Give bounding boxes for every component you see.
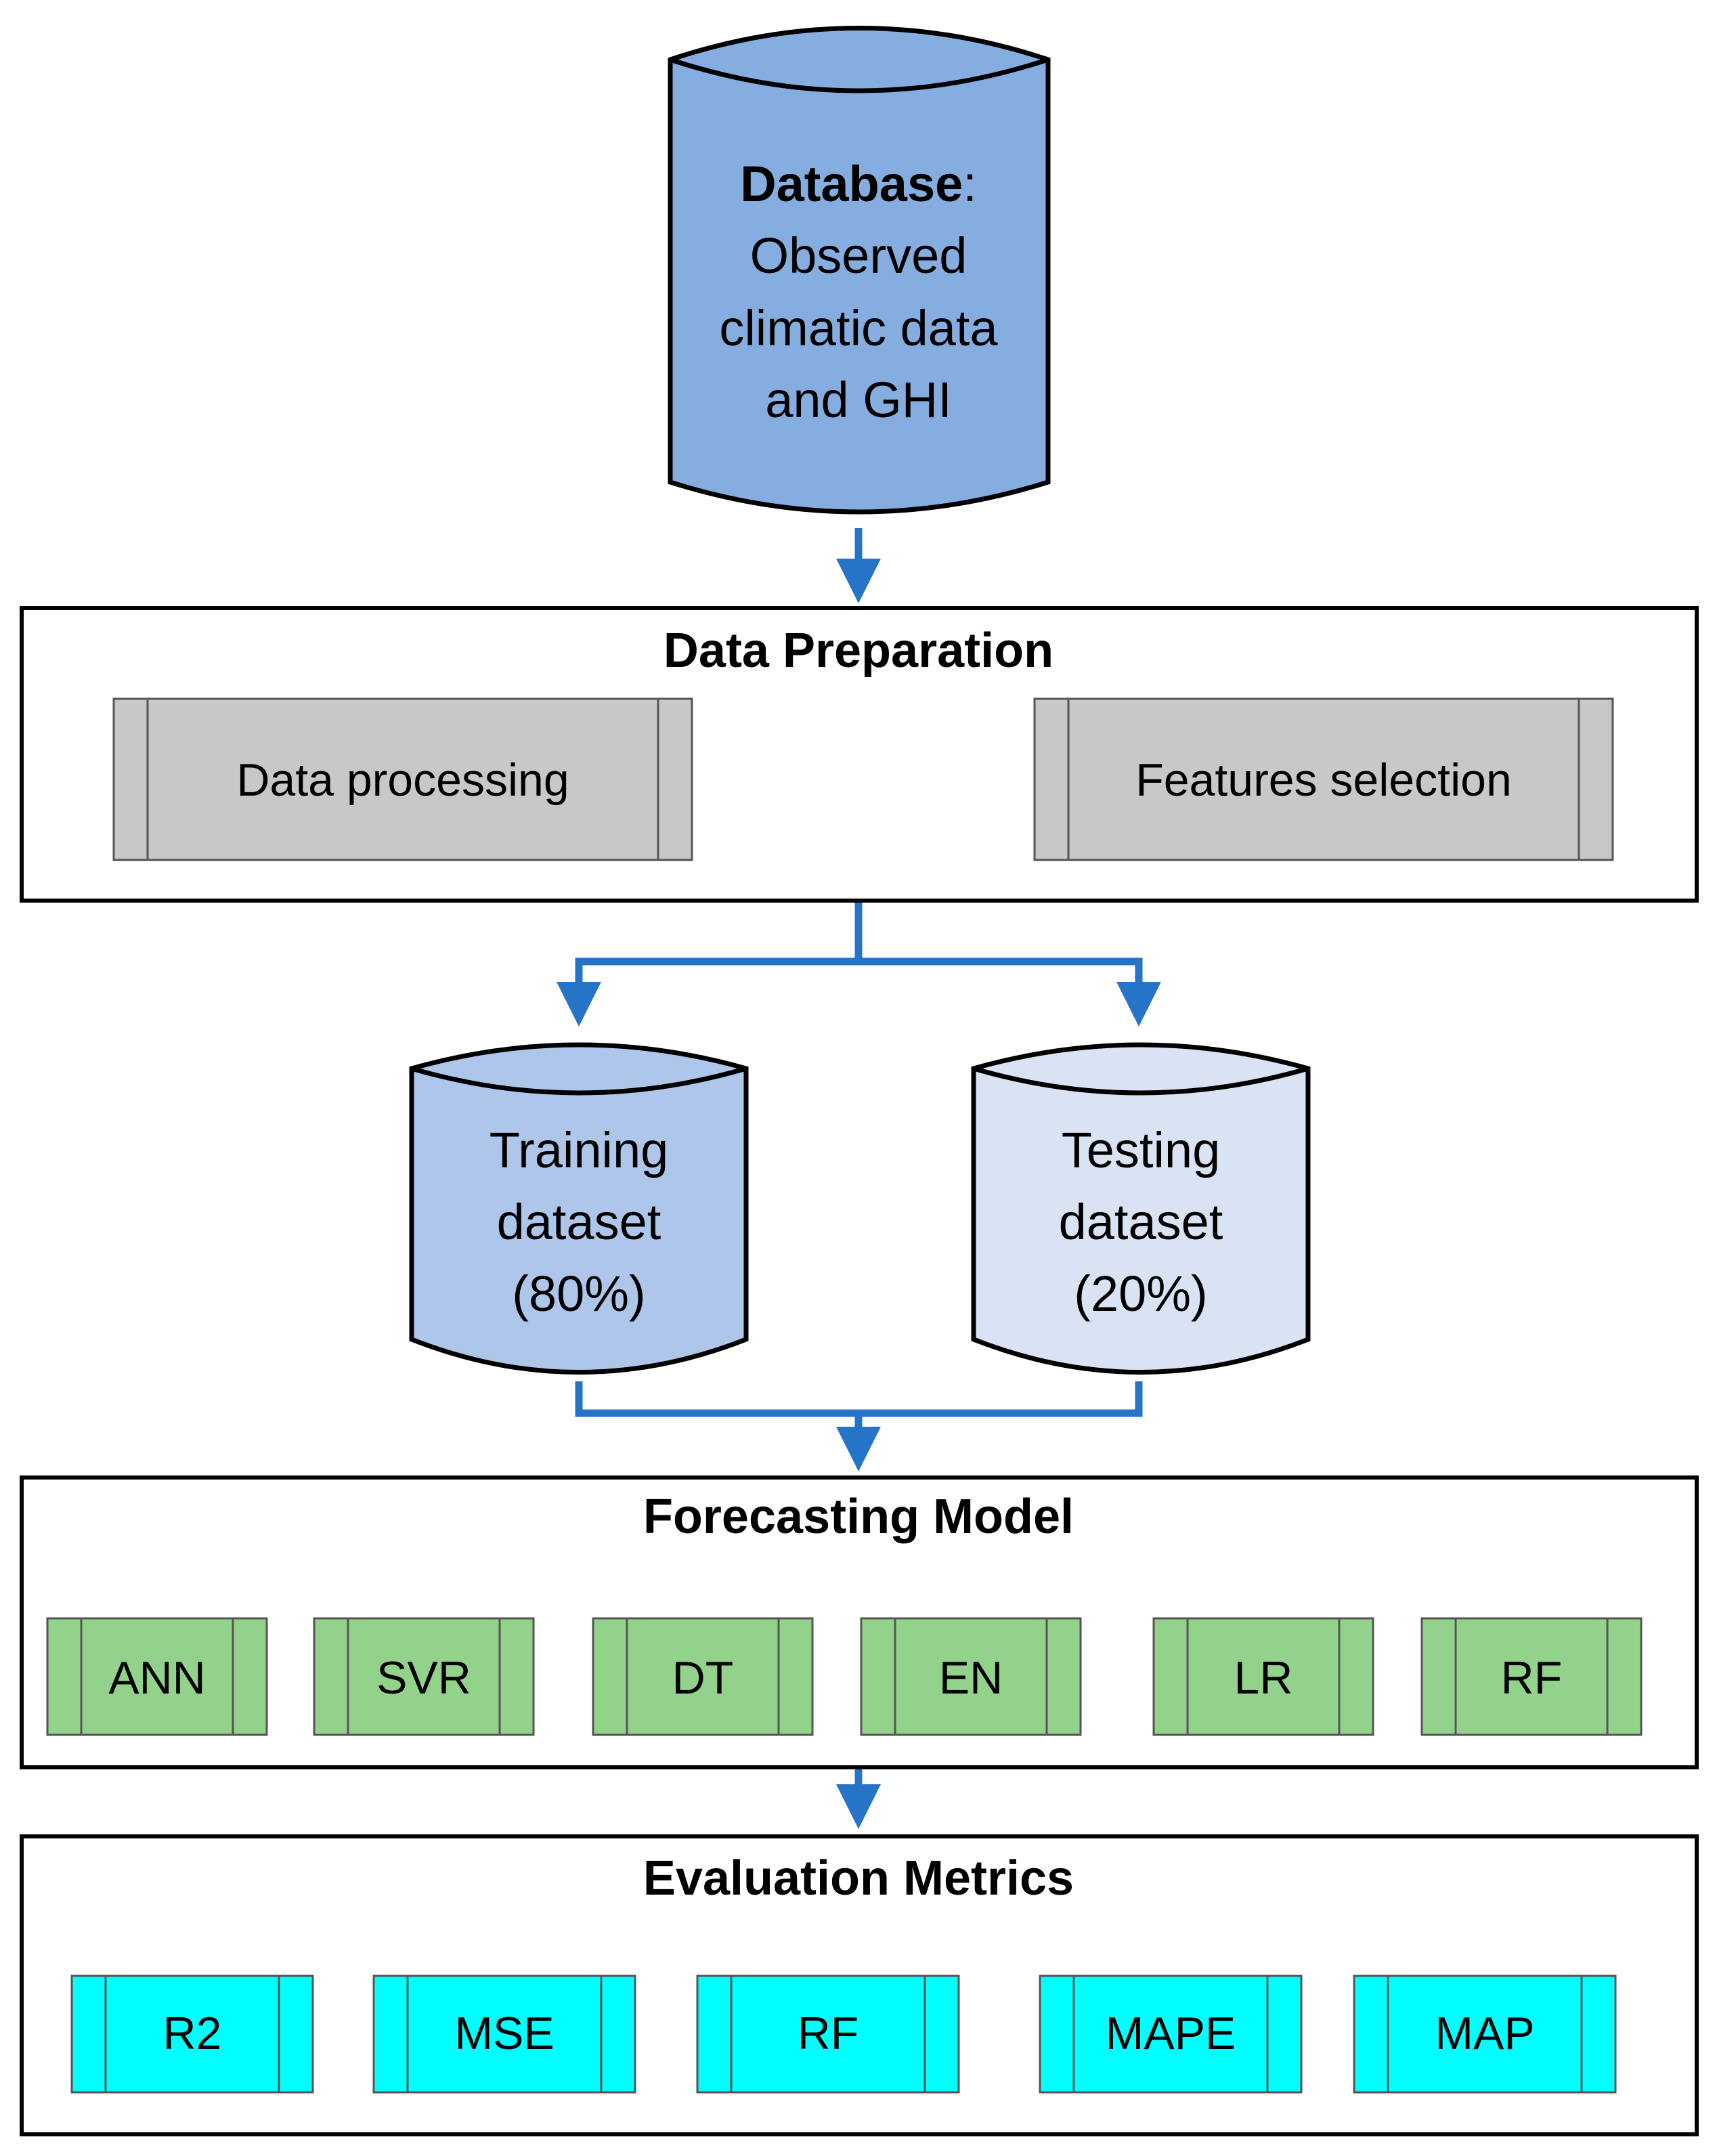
model-svr-box bbox=[313, 1617, 535, 1736]
training-dataset-body bbox=[409, 1042, 749, 1375]
training-dataset-rim bbox=[411, 1066, 747, 1096]
model-ann-box bbox=[46, 1617, 268, 1736]
metric-map-box bbox=[1353, 1975, 1617, 2094]
arrow-preparation-to-training bbox=[557, 901, 863, 1027]
metric-mse-label: MSE bbox=[454, 2008, 554, 2059]
metric-map: MAP bbox=[1353, 1975, 1617, 2094]
database-line-1: Observed bbox=[750, 228, 968, 284]
forecasting-model-title: Forecasting Model bbox=[643, 1490, 1074, 1544]
model-rf-label: RF bbox=[1501, 1652, 1563, 1704]
model-en-box bbox=[860, 1617, 1082, 1736]
connectors bbox=[557, 528, 1161, 1829]
data-processing-box bbox=[112, 697, 693, 861]
model-rf-box bbox=[1420, 1617, 1643, 1736]
database-heading: Database: bbox=[740, 156, 977, 212]
data-preparation-panel: Data Preparation Data processing Feature… bbox=[20, 606, 1699, 903]
database-body bbox=[668, 26, 1051, 515]
database-colon: : bbox=[963, 156, 977, 212]
metric-mape-box bbox=[1039, 1975, 1303, 2094]
testing-dataset-body bbox=[971, 1042, 1311, 1375]
evaluation-metrics-title: Evaluation Metrics bbox=[643, 1851, 1074, 1905]
model-svr: SVR bbox=[313, 1617, 535, 1736]
forecasting-model-panel: Forecasting Model ANN SVR DT EN bbox=[20, 1475, 1699, 1769]
metric-rf-box bbox=[696, 1975, 960, 2094]
model-svr-label: SVR bbox=[376, 1652, 471, 1704]
metric-r2: R2 bbox=[70, 1975, 314, 2094]
testing-dataset-line-1: Testing bbox=[1062, 1122, 1220, 1178]
arrow-preparation-to-testing bbox=[858, 957, 1161, 1027]
training-dataset-line-2: dataset bbox=[497, 1194, 661, 1250]
model-ann: ANN bbox=[46, 1617, 268, 1736]
features-selection-step: Features selection bbox=[1033, 697, 1614, 861]
metric-r2-label: R2 bbox=[163, 2008, 222, 2059]
model-lr-box bbox=[1152, 1617, 1374, 1736]
forecasting-model-frame bbox=[20, 1475, 1699, 1769]
database-line-3: and GHI bbox=[765, 372, 952, 428]
metric-mse: MSE bbox=[372, 1975, 636, 2094]
data-processing-step: Data processing bbox=[112, 697, 693, 861]
model-rf: RF bbox=[1420, 1617, 1643, 1736]
database-cylinder: Database: Observed climatic data and GHI bbox=[668, 26, 1051, 515]
metric-map-label: MAP bbox=[1435, 2008, 1534, 2059]
features-selection-label: Features selection bbox=[1135, 754, 1512, 806]
data-processing-label: Data processing bbox=[236, 754, 569, 806]
database-line-2: climatic data bbox=[719, 300, 998, 356]
database-rim bbox=[669, 57, 1049, 93]
testing-dataset-line-2: dataset bbox=[1059, 1194, 1223, 1250]
features-selection-box bbox=[1033, 697, 1614, 861]
testing-dataset-line-3: (20%) bbox=[1074, 1266, 1207, 1322]
model-dt: DT bbox=[592, 1617, 814, 1736]
model-lr-label: LR bbox=[1234, 1652, 1293, 1704]
testing-dataset-rim bbox=[973, 1066, 1309, 1096]
model-dt-box bbox=[592, 1617, 814, 1736]
metric-rf: RF bbox=[696, 1975, 960, 2094]
metric-mape: MAPE bbox=[1039, 1975, 1303, 2094]
testing-dataset-cylinder: Testing dataset (20%) bbox=[971, 1042, 1311, 1375]
training-dataset-cylinder: Training dataset (80%) bbox=[409, 1042, 749, 1375]
evaluation-metrics-panel: Evaluation Metrics R2 MSE RF MAPE bbox=[20, 1834, 1699, 2136]
training-dataset-line-1: Training bbox=[490, 1122, 669, 1178]
data-preparation-title: Data Preparation bbox=[664, 624, 1053, 678]
model-en: EN bbox=[860, 1617, 1082, 1736]
arrow-datasets-to-model bbox=[575, 1381, 1143, 1464]
model-lr: LR bbox=[1152, 1617, 1374, 1736]
model-dt-label: DT bbox=[672, 1652, 734, 1704]
database-title: Database bbox=[740, 156, 963, 212]
metric-mse-box bbox=[372, 1975, 636, 2094]
model-en-label: EN bbox=[939, 1652, 1003, 1704]
model-ann-label: ANN bbox=[108, 1652, 206, 1704]
metric-mape-label: MAPE bbox=[1106, 2008, 1236, 2059]
metric-r2-box bbox=[70, 1975, 314, 2094]
training-dataset-line-3: (80%) bbox=[512, 1266, 645, 1322]
metric-rf-label: RF bbox=[798, 2008, 859, 2059]
